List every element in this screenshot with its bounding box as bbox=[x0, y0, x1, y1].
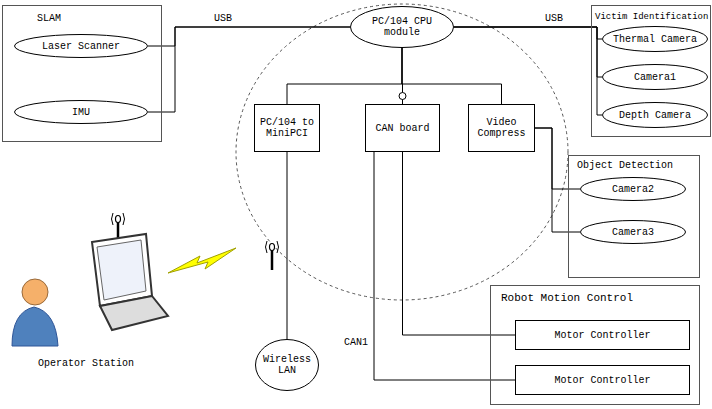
ellipse-shape bbox=[15, 101, 148, 124]
operator-figure bbox=[12, 279, 58, 346]
connector-line bbox=[402, 48, 502, 104]
controller-box: Motor Controller bbox=[515, 320, 690, 350]
node-label: Camera3 bbox=[612, 227, 654, 238]
device-ellipse: Laser Scanner bbox=[14, 34, 148, 58]
junction-ring bbox=[399, 93, 406, 100]
node-label: IMU bbox=[72, 107, 90, 118]
antenna-icon bbox=[266, 241, 279, 270]
connector-line bbox=[454, 27, 602, 39]
board-box: Video Compress bbox=[468, 104, 535, 152]
connector-line bbox=[374, 152, 515, 380]
device-ellipse: Thermal Camera bbox=[602, 26, 708, 52]
laptop-icon bbox=[92, 213, 168, 330]
node-label: Video Compress bbox=[472, 117, 531, 139]
ellipse-shape bbox=[603, 27, 708, 52]
group-title: Victim Identification bbox=[595, 11, 708, 23]
node-label: Laser Scanner bbox=[42, 41, 120, 52]
node-label: Camera2 bbox=[612, 184, 654, 195]
connector-line bbox=[454, 27, 602, 77]
annotation-label: Operator Station bbox=[38, 358, 134, 370]
ellipse-shape bbox=[351, 7, 454, 48]
node-label: Wireless LAN bbox=[262, 354, 312, 376]
node-label: PC/104 CPU module bbox=[369, 16, 435, 38]
node-label: Motor Controller bbox=[554, 375, 650, 386]
node-label: Motor Controller bbox=[554, 330, 650, 341]
board-box: PC/104 to MiniPCI bbox=[254, 104, 320, 152]
connector-line bbox=[535, 128, 580, 189]
ellipse-shape bbox=[581, 178, 686, 201]
node-label: Thermal Camera bbox=[613, 34, 697, 45]
annotation-label: USB bbox=[545, 13, 563, 25]
annotation-label: CAN1 bbox=[344, 337, 368, 349]
node-label: CAN board bbox=[375, 123, 429, 134]
cpu-ellipse: PC/104 CPU module bbox=[350, 6, 454, 48]
annotation-label: USB bbox=[214, 13, 232, 25]
connector-line bbox=[148, 27, 350, 46]
connector-line bbox=[148, 27, 350, 112]
node-label: Depth Camera bbox=[619, 110, 691, 121]
board-box: CAN board bbox=[365, 104, 440, 152]
connector-line bbox=[287, 152, 288, 339]
group-box: Object DetectionCamera2Camera3 bbox=[568, 155, 700, 278]
node-label: PC/104 to MiniPCI bbox=[258, 117, 316, 139]
group-box: SLAM Laser ScannerIMU bbox=[2, 5, 162, 142]
group-title: Robot Motion Control bbox=[501, 292, 633, 304]
connector-line bbox=[287, 48, 402, 104]
device-ellipse: Camera3 bbox=[580, 220, 686, 244]
ellipse-shape bbox=[15, 35, 148, 58]
ellipse-shape bbox=[603, 65, 708, 90]
ellipse-shape bbox=[581, 221, 686, 244]
connector-line bbox=[403, 152, 516, 335]
device-ellipse: Camera1 bbox=[602, 64, 708, 90]
group-title: SLAM bbox=[37, 13, 61, 25]
device-ellipse: Camera2 bbox=[580, 177, 686, 201]
controller-box: Motor Controller bbox=[515, 365, 690, 395]
connector-line bbox=[454, 27, 602, 115]
group-box: Victim IdentificationThermal CameraCamer… bbox=[591, 5, 711, 137]
ellipse-shape bbox=[603, 103, 708, 128]
wireless-bolt bbox=[168, 248, 236, 273]
wireless-circle: Wireless LAN bbox=[255, 339, 319, 391]
group-box: Robot Motion ControlMotor ControllerMoto… bbox=[490, 285, 700, 405]
ellipse-shape bbox=[256, 340, 319, 391]
node-label: Camera1 bbox=[634, 72, 676, 83]
device-ellipse: IMU bbox=[14, 100, 148, 124]
group-title: Object Detection bbox=[577, 160, 673, 172]
connector-line bbox=[535, 128, 580, 232]
device-ellipse: Depth Camera bbox=[602, 102, 708, 128]
